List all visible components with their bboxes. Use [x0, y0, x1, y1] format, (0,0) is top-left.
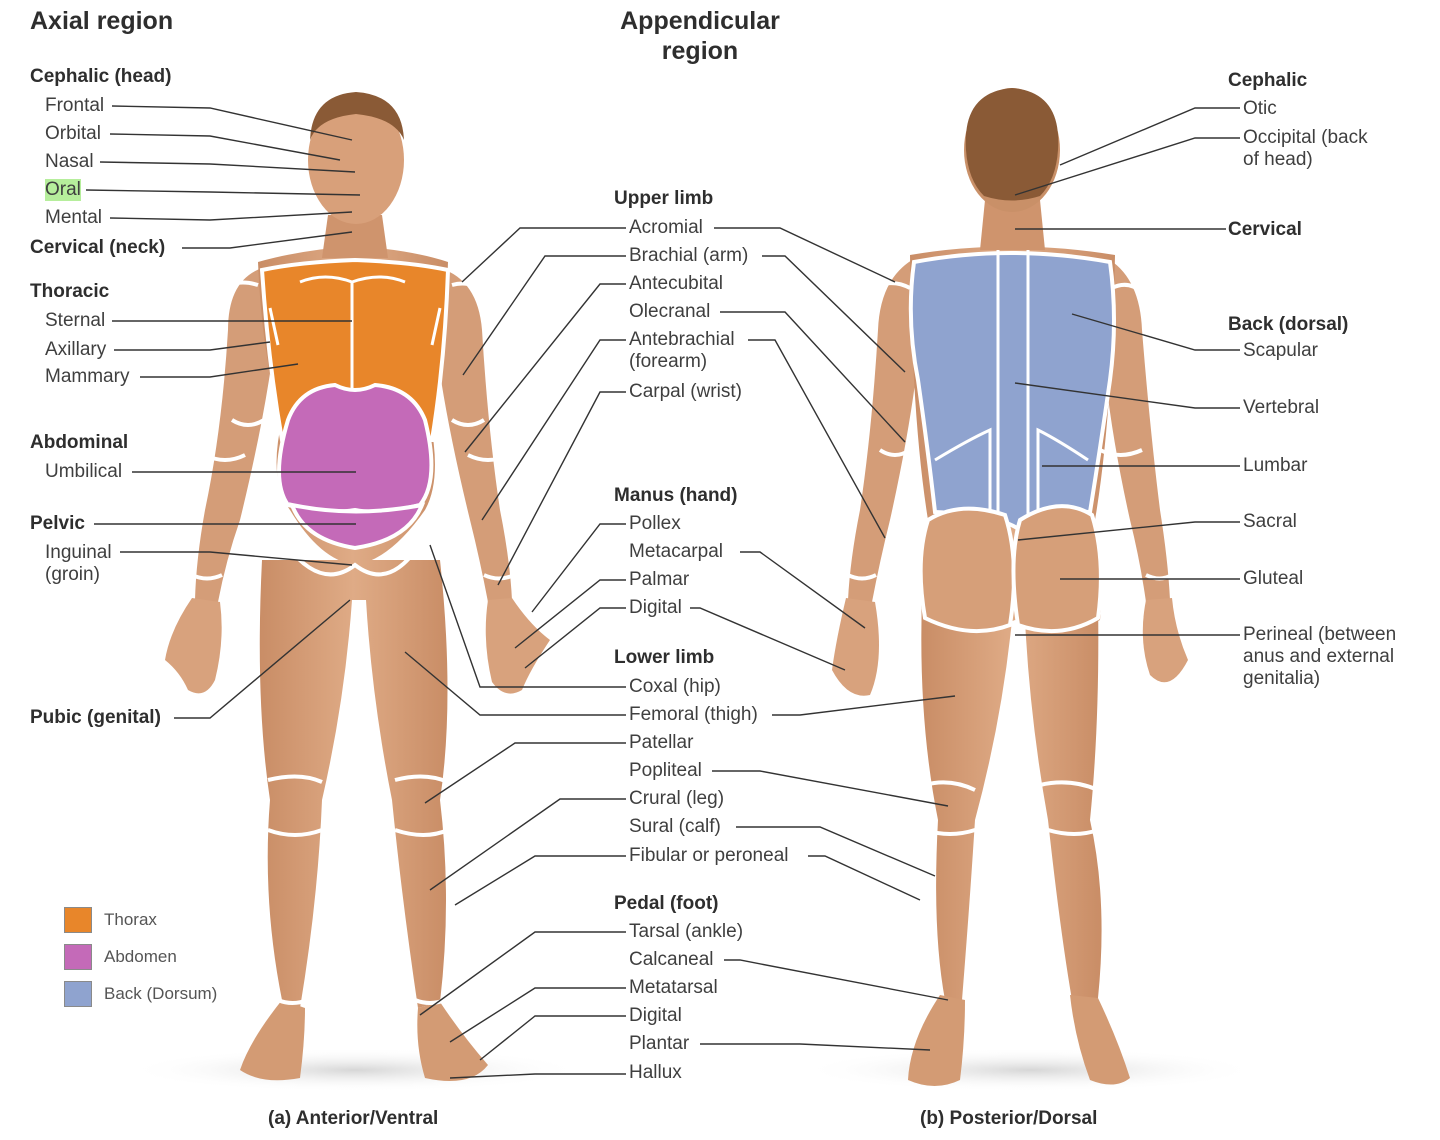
label-mammary: Mammary [45, 366, 130, 387]
legend-swatch-back [64, 981, 92, 1007]
anterior-left-arm [195, 268, 272, 602]
anterior-legs [259, 560, 448, 1008]
label-fibular: Fibular or peroneal [629, 845, 789, 866]
label-occipital: Occipital (back of head) [1243, 127, 1368, 170]
caption-anterior: (a) Anterior/Ventral [268, 1108, 439, 1129]
label-pollex: Pollex [629, 513, 681, 534]
lower-limb-heading: Lower limb [614, 647, 715, 668]
label-femoral: Femoral (thigh) [629, 704, 758, 725]
legend-label-thorax: Thorax [104, 910, 157, 929]
posterior-left-hand [832, 598, 879, 696]
appendicular-region-heading: Appendicular region [620, 7, 780, 65]
label-patellar: Patellar [629, 732, 694, 753]
cephalic-head-heading: Cephalic (head) [30, 66, 172, 87]
posterior-left-arm [848, 260, 918, 602]
label-antebrachial: Antebrachial (forearm) [629, 329, 735, 372]
manus-hand-heading: Manus (hand) [614, 485, 738, 506]
label-digital-hand: Digital [629, 597, 682, 618]
upper-limb-heading: Upper limb [614, 188, 714, 209]
posterior-hair [965, 88, 1059, 201]
label-brachial: Brachial (arm) [629, 245, 749, 266]
label-crural: Crural (leg) [629, 788, 725, 809]
label-sural: Sural (calf) [629, 816, 721, 837]
posterior-neck [980, 200, 1045, 250]
label-calcaneal: Calcaneal [629, 949, 714, 970]
abdomen-region [277, 382, 434, 514]
pubic-genital-heading: Pubic (genital) [30, 707, 161, 728]
legend-swatch-abdomen [64, 944, 92, 970]
label-inguinal: Inguinal (groin) [45, 542, 112, 585]
label-carpal: Carpal (wrist) [629, 381, 742, 402]
label-scapular: Scapular [1243, 340, 1318, 361]
posterior-right-arm [1104, 260, 1170, 602]
posterior-left-foot [908, 995, 965, 1086]
label-mental: Mental [45, 207, 103, 228]
label-palmar: Palmar [629, 569, 690, 590]
label-vertebral: Vertebral [1243, 397, 1320, 418]
label-nasal: Nasal [45, 151, 94, 172]
legend-item-abdomen: Abdomen [64, 944, 177, 970]
pelvic-region [288, 502, 426, 551]
gluteal-right [1011, 504, 1103, 634]
label-coxal: Coxal (hip) [629, 676, 721, 697]
caption-posterior: (b) Posterior/Dorsal [920, 1108, 1098, 1129]
label-acromial: Acromial [629, 217, 703, 238]
label-antecubital: Antecubital [629, 273, 724, 294]
label-metacarpal: Metacarpal [629, 541, 723, 562]
cervical-posterior-heading: Cervical [1228, 219, 1302, 240]
anterior-neck [322, 215, 388, 258]
pedal-foot-heading: Pedal (foot) [614, 893, 719, 914]
label-olecranal: Olecranal [629, 301, 711, 322]
abdominal-heading: Abdominal [30, 432, 129, 453]
label-gluteal: Gluteal [1243, 568, 1304, 589]
legend-swatch-thorax [64, 907, 92, 933]
label-metatarsal: Metatarsal [629, 977, 718, 998]
anterior-right-foot [417, 1002, 488, 1082]
anterior-right-arm [438, 268, 512, 602]
anterior-hair [310, 92, 404, 140]
label-oral-highlighted: Oral [45, 179, 81, 201]
label-tarsal: Tarsal (ankle) [629, 921, 744, 942]
gluteal-left [918, 506, 1016, 634]
label-axillary: Axillary [45, 339, 107, 360]
label-sacral: Sacral [1243, 511, 1297, 532]
posterior-right-hand [1142, 598, 1188, 683]
label-digital-foot: Digital [629, 1005, 682, 1026]
back-region [908, 251, 1116, 533]
anterior-head [308, 96, 404, 224]
legend-label-abdomen: Abdomen [104, 947, 177, 966]
cephalic-posterior-heading: Cephalic [1228, 70, 1308, 91]
label-lumbar: Lumbar [1243, 455, 1308, 476]
label-perineal: Perineal (between anus and external geni… [1243, 624, 1397, 689]
axial-region-heading: Axial region [30, 7, 174, 35]
label-frontal: Frontal [45, 95, 105, 116]
legend-item-back: Back (Dorsum) [64, 981, 217, 1007]
anterior-left-hand [165, 598, 222, 694]
back-dorsal-heading: Back (dorsal) [1228, 314, 1349, 335]
legend-item-thorax: Thorax [64, 907, 157, 933]
label-umbilical: Umbilical [45, 461, 123, 482]
cervical-neck-heading: Cervical (neck) [30, 237, 166, 258]
leader-lines [85, 105, 1240, 1079]
label-popliteal: Popliteal [629, 760, 702, 781]
posterior-legs [921, 600, 1102, 1000]
anterior-figure [165, 92, 550, 1082]
anterior-left-foot [240, 1000, 305, 1081]
posterior-figure [832, 88, 1188, 1086]
label-sternal: Sternal [45, 310, 106, 331]
label-orbital: Orbital [45, 123, 101, 144]
posterior-right-foot [1070, 995, 1130, 1085]
label-plantar: Plantar [629, 1033, 690, 1054]
legend-label-back: Back (Dorsum) [104, 984, 218, 1003]
label-hallux: Hallux [629, 1062, 682, 1083]
thoracic-heading: Thoracic [30, 281, 110, 302]
pelvic-heading: Pelvic [30, 513, 85, 534]
label-otic: Otic [1243, 98, 1277, 119]
